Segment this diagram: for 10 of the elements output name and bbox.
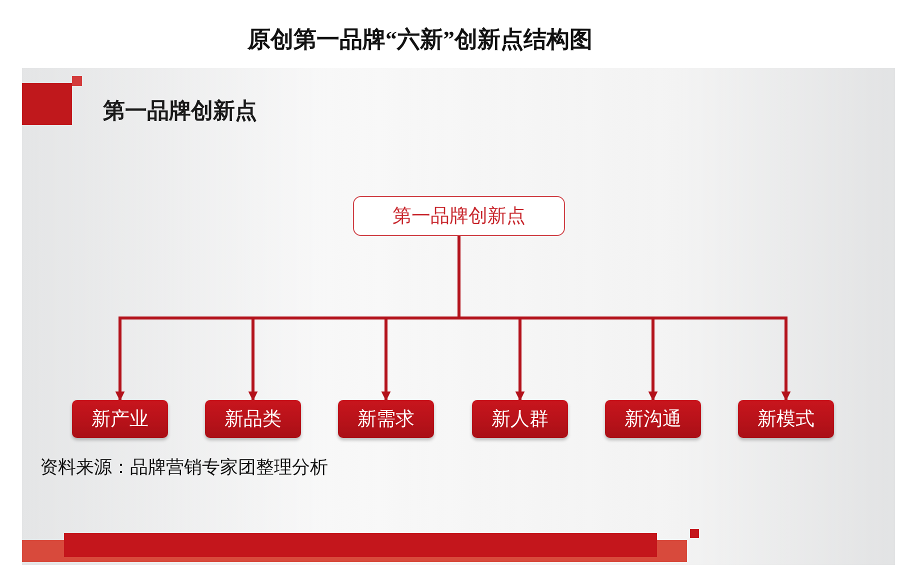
category-box: 新模式 [738,400,834,438]
title: 原创第一品牌“六新”创新点结构图 [246,26,594,54]
category-box: 新需求 [338,400,434,438]
source-note: 资料来源：品牌营销专家团整理分析 [40,456,328,479]
category-box: 新沟通 [605,400,701,438]
category-box: 新产业 [72,400,168,438]
slide-heading: 第一品牌创新点 [103,98,257,126]
category-box: 新品类 [205,400,301,438]
category-box: 新人群 [472,400,568,438]
root-box: 第一品牌创新点 [353,196,565,236]
